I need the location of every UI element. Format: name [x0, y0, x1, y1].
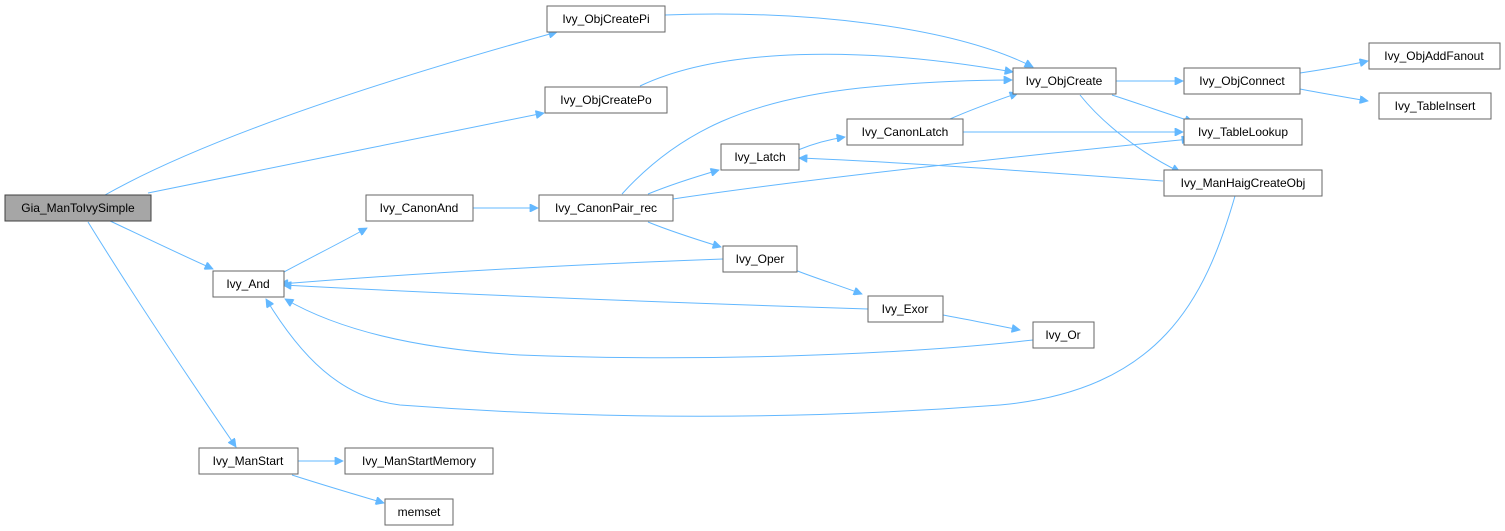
node-label: Ivy_TableLookup [1198, 125, 1288, 139]
node-ivy_or[interactable]: Ivy_Or [1032, 321, 1095, 349]
node-label: Ivy_ObjCreate [1026, 74, 1103, 88]
edge-gia_mantoivysimple-ivy_objcreatepo [147, 113, 544, 194]
node-label: Ivy_CanonPair_rec [555, 201, 657, 215]
node-label: Ivy_ManStartMemory [362, 454, 476, 468]
node-memset[interactable]: memset [384, 498, 454, 526]
node-ivy_tableinsert[interactable]: Ivy_TableInsert [1378, 92, 1492, 120]
node-label: Ivy_Latch [734, 150, 785, 164]
node-ivy_manhaigcreateobj[interactable]: Ivy_ManHaigCreateObj [1163, 169, 1323, 197]
node-label: Ivy_ManHaigCreateObj [1181, 176, 1306, 190]
node-label: Ivy_ManStart [213, 454, 284, 468]
edge-gia_mantoivysimple-ivy_manstart [87, 221, 236, 447]
node-ivy_manstartmemory[interactable]: Ivy_ManStartMemory [344, 447, 494, 475]
node-label: Gia_ManToIvySimple [21, 201, 135, 215]
node-ivy_manstart[interactable]: Ivy_ManStart [198, 447, 299, 475]
edge-ivy_objconnect-ivy_objaddfanout [1299, 61, 1368, 74]
node-ivy_canonpair_rec[interactable]: Ivy_CanonPair_rec [538, 194, 674, 222]
edge-ivy_and-ivy_canonand [283, 227, 367, 273]
nodes: Gia_ManToIvySimple Ivy_ObjCreatePi Ivy_O… [4, 5, 1501, 526]
node-label: Ivy_And [226, 277, 269, 291]
edge-ivy_objcreatepo-ivy_objcreate [639, 53, 1013, 87]
node-label: Ivy_ObjCreatePo [560, 93, 652, 107]
edges [87, 13, 1368, 503]
edge-ivy_objcreatepi-ivy_objcreate [664, 13, 1033, 68]
edge-ivy_exor-ivy_and [283, 285, 869, 310]
edge-gia_mantoivysimple-ivy_objcreatepi [104, 32, 557, 196]
edge-ivy_manhaigcreateobj-ivy_and [266, 195, 1236, 417]
edge-ivy_oper-ivy_and [280, 258, 724, 284]
edge-ivy_objcreate-ivy_tablelookup [1111, 94, 1193, 122]
node-ivy_objconnect[interactable]: Ivy_ObjConnect [1183, 67, 1301, 95]
node-label: memset [398, 505, 441, 519]
node-ivy_canonand[interactable]: Ivy_CanonAnd [365, 194, 474, 222]
edge-ivy_manstart-memset [291, 474, 384, 503]
edge-ivy_exor-ivy_or [942, 314, 1020, 330]
node-label: Ivy_CanonLatch [862, 125, 949, 139]
node-ivy_exor[interactable]: Ivy_Exor [867, 295, 944, 323]
edge-ivy_canonpair_rec-ivy_latch [647, 170, 719, 195]
node-label: Ivy_Or [1045, 328, 1080, 342]
edge-ivy_oper-ivy_exor [794, 269, 862, 294]
edge-ivy_canonpair_rec-ivy_objcreate [621, 80, 1012, 195]
edge-ivy_objcreate-ivy_manhaigcreateobj [1079, 94, 1180, 172]
node-ivy_objcreatepo[interactable]: Ivy_ObjCreatePo [544, 86, 668, 114]
node-label: Ivy_CanonAnd [380, 201, 459, 215]
node-label: Ivy_TableInsert [1395, 99, 1476, 113]
node-label: Ivy_ObjCreatePi [562, 12, 649, 26]
node-label: Ivy_Exor [882, 302, 929, 316]
node-label: Ivy_ObjConnect [1199, 74, 1285, 88]
edge-ivy_or-ivy_and [285, 299, 1034, 359]
node-ivy_latch[interactable]: Ivy_Latch [720, 143, 800, 171]
node-label: Ivy_ObjAddFanout [1384, 49, 1484, 63]
node-gia_mantoivysimple[interactable]: Gia_ManToIvySimple [4, 194, 152, 222]
edge-ivy_latch-ivy_canonlatch [797, 137, 845, 151]
edge-ivy_canonlatch-ivy_objcreate [949, 93, 1018, 120]
node-ivy_canonlatch[interactable]: Ivy_CanonLatch [846, 118, 964, 146]
edge-gia_mantoivysimple-ivy_and [107, 219, 213, 269]
node-ivy_objcreatepi[interactable]: Ivy_ObjCreatePi [546, 5, 666, 33]
node-ivy_tablelookup[interactable]: Ivy_TableLookup [1183, 118, 1303, 146]
node-ivy_objcreate[interactable]: Ivy_ObjCreate [1012, 67, 1117, 95]
node-label: Ivy_Oper [736, 252, 785, 266]
edge-ivy_canonpair_rec-ivy_tablelookup [672, 139, 1190, 200]
edge-ivy_manhaigcreateobj-ivy_latch [799, 158, 1164, 182]
node-ivy_objaddfanout[interactable]: Ivy_ObjAddFanout [1368, 42, 1501, 70]
edge-ivy_canonpair_rec-ivy_oper [647, 221, 721, 247]
edge-ivy_objconnect-ivy_tableinsert [1299, 88, 1368, 101]
node-ivy_oper[interactable]: Ivy_Oper [722, 245, 798, 273]
node-ivy_and[interactable]: Ivy_And [212, 270, 285, 298]
